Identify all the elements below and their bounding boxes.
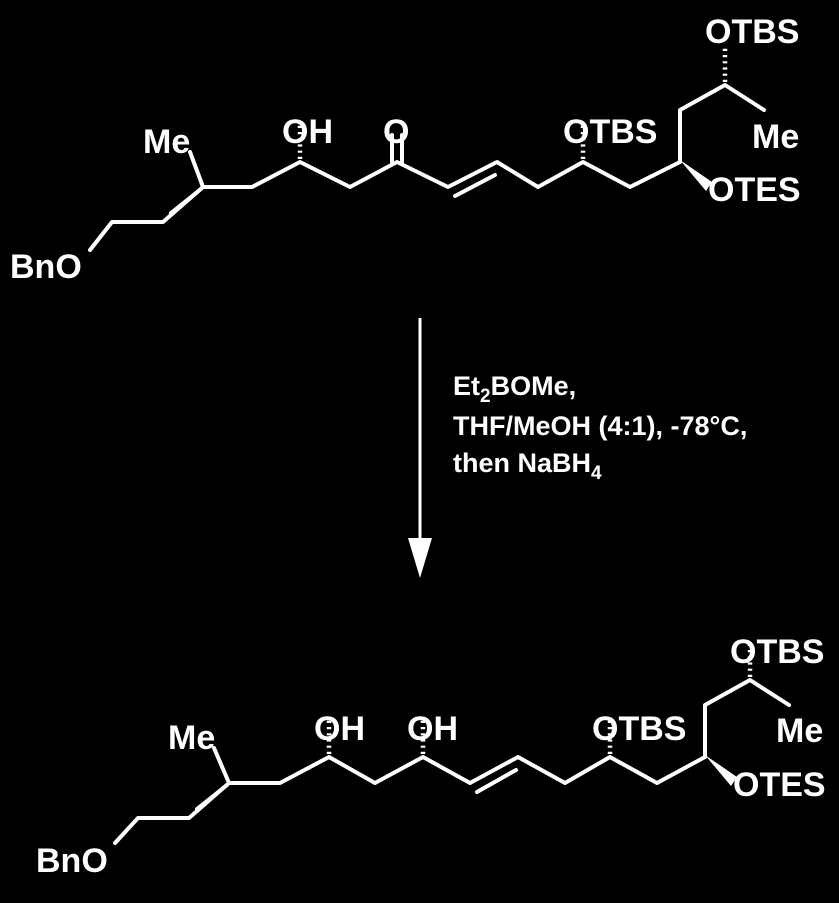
product-otbs-mid-label: OTBS bbox=[592, 710, 686, 748]
product-sidechain-bond bbox=[703, 678, 791, 759]
product-alkene-inner-1 bbox=[195, 783, 229, 811]
product-structure bbox=[113, 643, 791, 845]
product-bno-label: BnO bbox=[36, 842, 108, 880]
conditions-line-3: then NaBH4 bbox=[453, 448, 602, 484]
reactant-backbone bbox=[88, 160, 682, 252]
reactant-otbs-top-label: OTBS bbox=[705, 13, 799, 51]
product-otes-label: OTES bbox=[733, 766, 826, 804]
reactant-alkene-inner-2 bbox=[453, 173, 497, 198]
product-alkene-inner-2 bbox=[475, 768, 518, 794]
reactant-me-bond bbox=[188, 150, 205, 189]
reactant-sidechain-bond bbox=[678, 83, 766, 164]
reactant-oh-label: OH bbox=[282, 113, 333, 151]
reactant-me-side-label: Me bbox=[752, 118, 799, 156]
reactant-otbs-mid-label: OTBS bbox=[563, 113, 657, 151]
reactant-alkene-inner-1 bbox=[169, 187, 203, 215]
product-otbs-top-label: OTBS bbox=[730, 633, 824, 671]
reactant-otes-label: OTES bbox=[708, 171, 801, 209]
reaction-arrow bbox=[408, 318, 432, 578]
product-wedge-otes bbox=[705, 755, 737, 786]
reactant-structure bbox=[88, 48, 766, 252]
product-me-allyl-label: Me bbox=[168, 719, 215, 757]
product-me-bond bbox=[212, 746, 231, 785]
conditions-line-2: THF/MeOH (4:1), -78°C, bbox=[453, 411, 747, 441]
reactant-ketone-o-label: O bbox=[383, 113, 409, 151]
arrow-head bbox=[408, 538, 432, 578]
reactant-me-allyl-label: Me bbox=[143, 123, 190, 161]
product-backbone bbox=[113, 755, 707, 845]
product-me-side-label: Me bbox=[776, 712, 823, 750]
reactant-bno-label: BnO bbox=[10, 248, 82, 286]
conditions-line-1: Et2BOMe, bbox=[453, 371, 576, 407]
product-oh2-label: OH bbox=[407, 710, 458, 748]
product-oh1-label: OH bbox=[314, 710, 365, 748]
reactant-wedge-otes bbox=[680, 160, 712, 191]
